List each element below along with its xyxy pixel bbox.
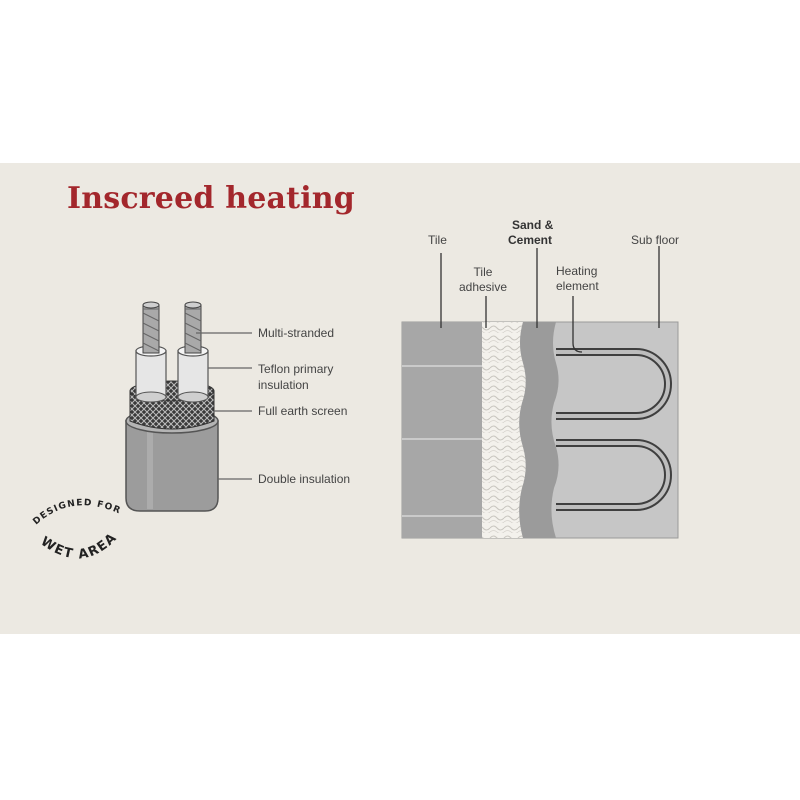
label-sand-line2: Cement (508, 233, 553, 247)
designed-for-wet-areas-badge (34, 504, 122, 581)
cable-illustration (125, 301, 219, 512)
label-adhesive-line1: Tile (473, 265, 493, 279)
diagram-title: Inscreed heating (67, 181, 355, 216)
label-sand-line1: Sand & (512, 218, 554, 232)
label-tile: Tile (428, 233, 447, 247)
label-multi-stranded: Multi-stranded (258, 326, 335, 340)
label-heating-line1: Heating (556, 264, 598, 278)
diagram-panel: Inscreed heating (0, 163, 800, 634)
label-adhesive-line2: adhesive (458, 280, 508, 294)
diagram-graphics (34, 246, 679, 581)
label-sub-floor: Sub floor (631, 233, 680, 247)
label-full-earth-screen: Full earth screen (258, 404, 348, 418)
label-teflon-line2: insulation (258, 378, 309, 392)
label-teflon-line1: Teflon primary (258, 362, 334, 376)
label-double-insulation: Double insulation (258, 472, 351, 486)
floor-leader-lines (440, 246, 660, 353)
floor-section (401, 321, 679, 539)
cable-leader-lines (196, 332, 252, 480)
label-heating-line2: element (556, 279, 599, 293)
